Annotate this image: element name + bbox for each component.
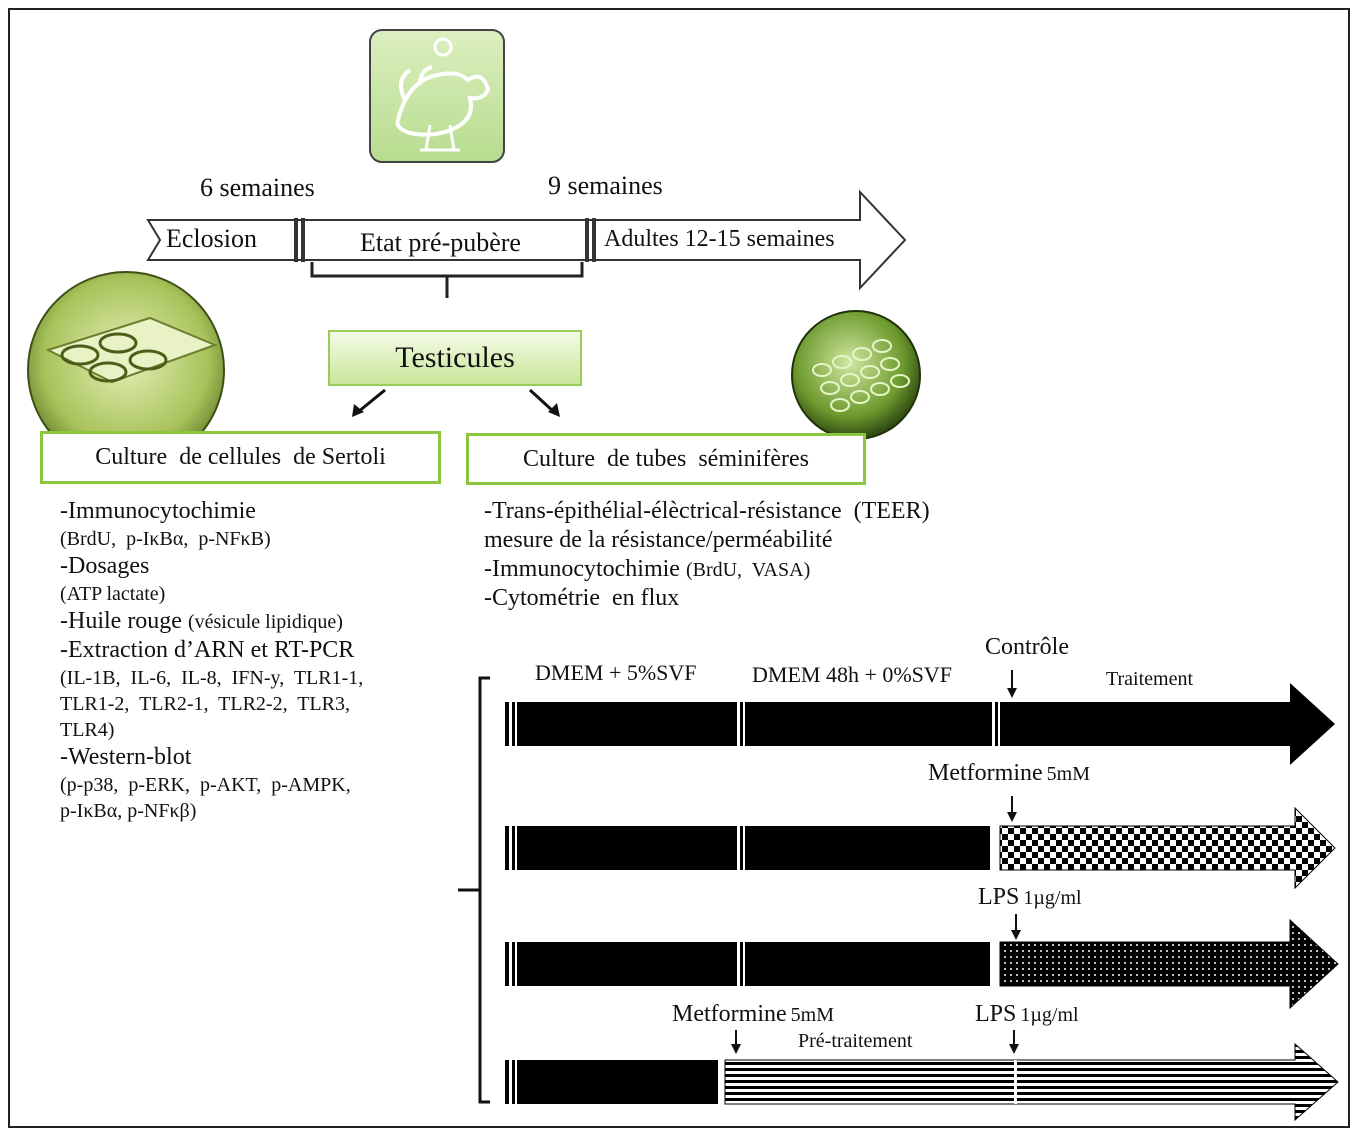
bar-row-metformine [505,806,1336,890]
bar-row-pretraitement [505,1042,1339,1122]
lps-treatment-label: LPS 1µg/ml [978,884,1082,910]
figure-frame [8,8,1350,1128]
adultes-label: Adultes 12-15 semaines [604,226,835,252]
traitement-label: Traitement [1106,668,1194,690]
testicules-box: Testicules [328,330,582,386]
bar-row-lps [505,918,1339,1010]
timeline-arrow [146,189,907,298]
testicules-label: Testicules [395,341,515,374]
week-9-label: 9 semaines [548,171,663,200]
phase2-label: DMEM 48h + 0%SVF [752,662,953,687]
lps-after-pretreatment-label: LPS 1µg/ml [975,1001,1079,1027]
protocol-bracket [478,676,490,1104]
list-item: -Huile rouge (vésicule lipidique) [60,608,343,634]
controle-label: Contrôle [985,634,1069,660]
sertoli-culture-box: Culture de cellules de Sertoli [40,431,441,484]
list-item: -Immunocytochimie (BrdU, VASA) [484,556,811,582]
sertoli-culture-title: Culture de cellules de Sertoli [95,444,386,470]
list-item: -Immunocytochimie [60,498,256,524]
week-6-label: 6 semaines [200,173,315,202]
arrow-right [528,388,556,414]
tubes-plate-image [791,310,921,440]
list-item: (IL-1B, IL-6, IL-8, IFN-y, TLR1-1, [60,667,364,689]
prepubere-label: Etat pré-pubère [360,228,521,257]
tubes-culture-box: Culture de tubes séminifères [466,433,866,485]
arrow-left [357,388,386,414]
sertoli-plate-image [27,271,225,469]
tubes-methods-list: -Trans-épithélial-élèctrical-résistance … [484,497,930,613]
rooster-image [369,29,505,163]
list-item: (BrdU, p-IκBα, p-NFκB) [60,528,271,550]
list-item: -Dosages [60,553,150,579]
list-item: TLR1-2, TLR2-1, TLR2-2, TLR3, [60,693,350,715]
list-item: -Cytométrie en flux [484,585,680,611]
list-item: (ATP lactate) [60,583,166,605]
list-item: p-IκBα, p-NFκβ) [60,800,197,822]
phase1-label: DMEM + 5%SVF [535,660,697,685]
list-item: -Extraction d’ARN et RT-PCR [60,637,355,663]
list-item: -Western-blot [60,744,192,770]
sertoli-methods-list: -Immunocytochimie (BrdU, p-IκBα, p-NFκB)… [60,497,363,824]
tubes-culture-title: Culture de tubes séminifères [523,445,809,472]
metformine-pretreatment-label: Metformine 5mM [672,1001,834,1027]
pretraitement-label: Pré-traitement [798,1030,913,1052]
bar-row-controle [505,683,1335,765]
list-item: TLR4) [60,719,115,741]
list-item: (p-p38, p-ERK, p-AKT, p-AMPK, [60,774,351,796]
metformine-treatment-label: Metformine 5mM [928,760,1090,786]
eclosion-label: Eclosion [166,224,257,253]
list-item: -Trans-épithélial-élèctrical-résistance … [484,498,930,524]
list-item: mesure de la résistance/perméabilité [484,527,833,553]
